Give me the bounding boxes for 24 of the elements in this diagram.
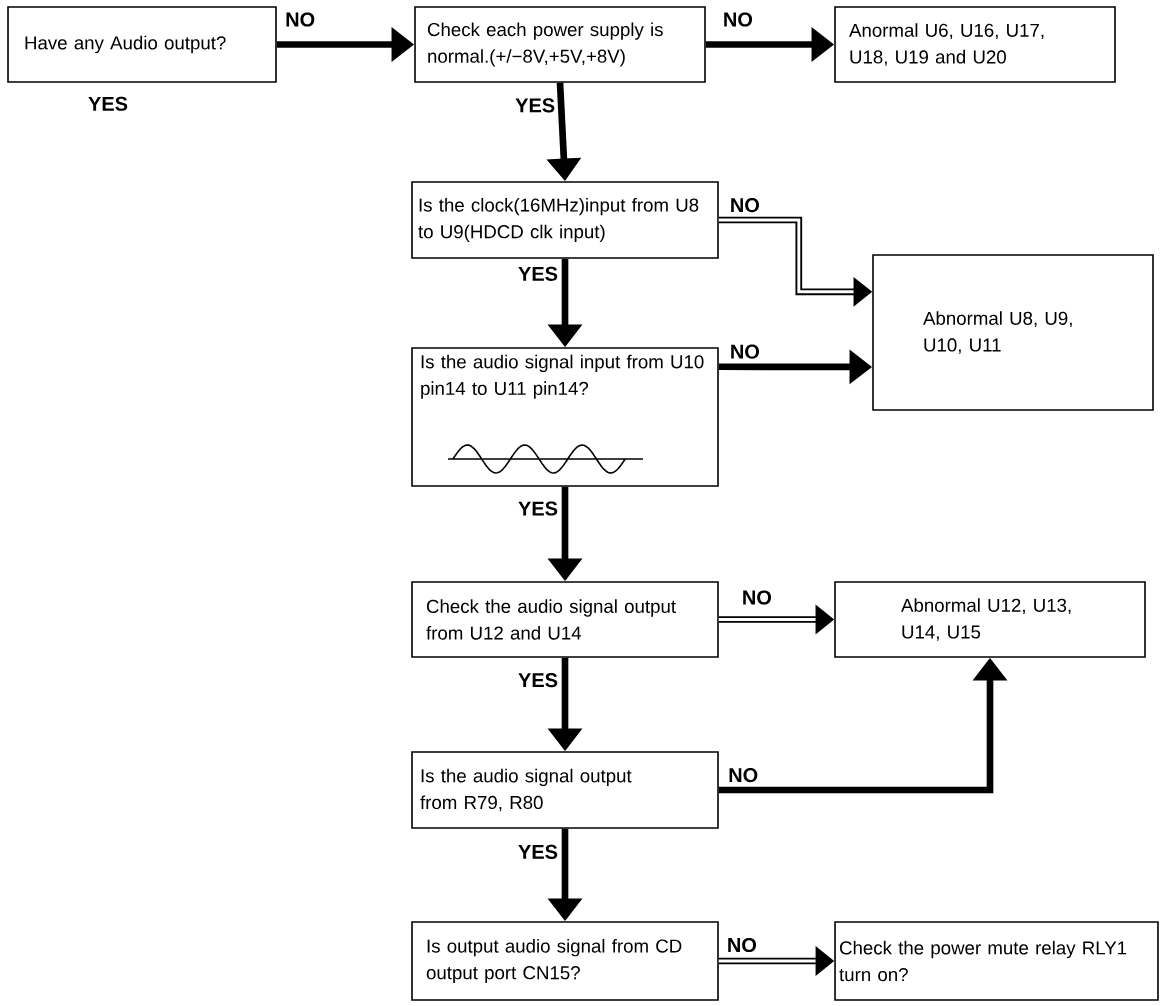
process-box: Is the clock(16MHz)input from U8 to U9(HDCD clk input) [411, 181, 719, 259]
edge-label: NO [728, 937, 757, 953]
edge-label: NO [743, 590, 772, 605]
process-box: Is the audio signal output from R79, R80 [411, 751, 719, 829]
process-box: Check the power mute relay RLY1 turn on? [834, 921, 1159, 1001]
process-box: Have any Audio output? [7, 6, 277, 83]
edge-label: YES [518, 501, 558, 516]
process-box: Check each power supply is normal.(+/−8V,+5V,+8V) [414, 6, 706, 83]
edge-label: YES [515, 98, 555, 113]
process-box: Is the audio signal input from U10 pin14 to U11 pin14? [411, 347, 719, 487]
process-box: Is output audio signal from CD output port CN15? [411, 921, 719, 1001]
edge-label: YES [518, 844, 558, 859]
edge-label: NO [724, 12, 753, 27]
edge-label: NO [286, 12, 315, 27]
branch-label: YES [88, 96, 128, 111]
process-box: Anormal U6, U16, U17, U18, U19 and U20 [834, 6, 1116, 83]
process-box: Abnormal U12, U13, U14, U15 [834, 581, 1146, 658]
process-box: Check the audio signal output from U12 and U14 [411, 581, 719, 658]
edge-label: NO [731, 198, 759, 213]
edge-label: NO [731, 344, 759, 359]
process-box: Abnormal U8, U9, U10, U11 [872, 254, 1154, 411]
edge-label: NO [729, 768, 758, 783]
edge-label: YES [518, 266, 558, 281]
edge-label: YES [518, 673, 558, 688]
